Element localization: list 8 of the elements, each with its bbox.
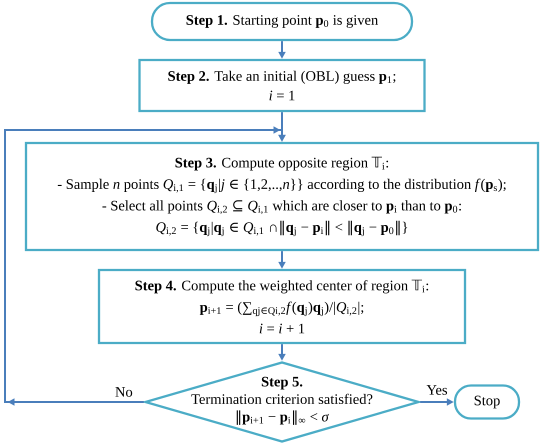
edge-label: Yes [425,384,449,396]
arrow [4,126,286,406]
edge-label: No [114,386,134,398]
terminal-box: Step 1. Starting point p$_{0}$ is given [150,2,414,42]
process-box: Step 3. Compute opposite region 𝕋$_{i}$: - Sample n points Q$_{i,1}$ = {q$_{j}$|j ∈ {1,2,..,n}} according to the distribution f(p$_{s}$); - Select all points Q$_{i,2}$ ⊆ Q$_{i,1}$ which are closer to p$_{i}$ than to p$_{0}$: Q$_{i,2}$ = {q$_{j}$|q$_{j}$ ∈ Q$_{i,1}$ ∩‖q$_{j}$ − p$_{i}$‖ < ‖q$_{j}$ − p$_{0}$‖} [24,142,540,252]
process-box: Step 4. Compute the weighted center of region 𝕋$_{i}$: p$_{i+1}$ = (∑$_{qj∈Qi,2}$f(q$_{j}$)q$_{j}$)/|Q$_{i,2}$|; i = i + 1 [98,268,466,344]
process-box: Step 2. Take an initial (OBL) guess p$_{1}$; i = 1 [138,58,426,112]
terminal-box: Stop [454,384,520,420]
